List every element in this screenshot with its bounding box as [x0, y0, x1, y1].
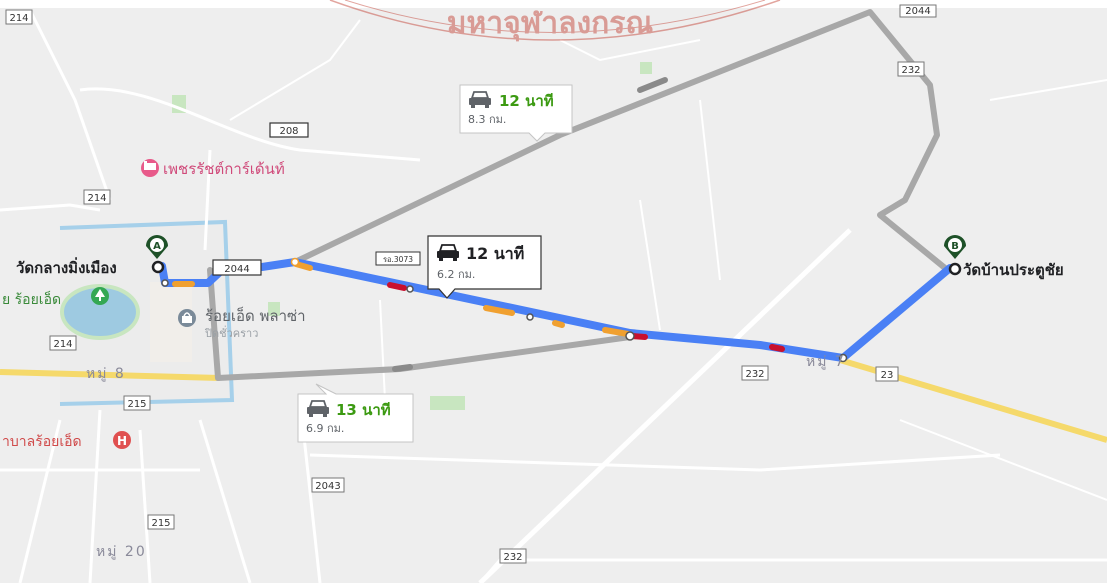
village-7-label: หมู่ 7: [806, 354, 846, 370]
route-callout-alt-south[interactable]: 13 นาที 6.9 กม.: [297, 383, 414, 443]
route-alt-north[interactable]: [292, 9, 948, 271]
svg-text:215: 215: [127, 399, 146, 410]
poi-hotel[interactable]: เพชรรัชต์การ์เด้นท์: [141, 159, 285, 178]
road-shield-2044: 2044: [212, 259, 262, 276]
svg-text:A: A: [153, 241, 161, 252]
svg-text:232: 232: [745, 369, 764, 380]
poi-mall[interactable]: ร้อยเอ็ด พลาซ่า ปิดชั่วคราว: [178, 306, 306, 340]
route-callout-alt-north[interactable]: 12 นาที 8.3 กม.: [459, 84, 573, 142]
park-label: ย ร้อยเอ็ด: [2, 290, 61, 308]
poi-park[interactable]: ย ร้อยเอ็ด: [2, 287, 109, 308]
road-shield-2044-top: 2044: [899, 4, 937, 18]
city-moat: [59, 219, 235, 406]
origin-label: วัดกลางมิ่งเมือง: [16, 257, 117, 277]
park-icon: [91, 287, 109, 305]
poi-hospital[interactable]: าบาลร้อยเอ็ด H: [2, 431, 131, 450]
mall-status: ปิดชั่วคราว: [204, 325, 258, 340]
route-distance: 6.2 กม.: [437, 268, 475, 281]
village-20-label: หมู่ 20: [96, 544, 147, 560]
svg-text:2044: 2044: [905, 6, 930, 17]
road-shield-23: 23: [875, 366, 899, 382]
route-distance: 6.9 กม.: [306, 422, 344, 435]
car-icon: [469, 91, 491, 108]
svg-text:รอ.3073: รอ.3073: [383, 255, 413, 264]
road-shield-214-top: 214: [5, 9, 33, 25]
svg-text:2044: 2044: [224, 264, 249, 275]
route-distance: 8.3 กม.: [468, 113, 506, 126]
road-shield-232-top: 232: [897, 61, 925, 77]
road-shield-215-b: 215: [147, 514, 175, 530]
route-time: 13 นาที: [336, 401, 391, 419]
alt-route-traffic: [392, 77, 668, 372]
svg-text:214: 214: [53, 339, 72, 350]
village-8-label: หมู่ 8: [86, 366, 126, 382]
road-shield-214-b: 214: [49, 335, 77, 351]
svg-text:208: 208: [279, 126, 298, 137]
hotel-icon: [141, 159, 159, 177]
route-time: 12 นาที: [499, 92, 554, 110]
marker-destination[interactable]: B วัดบ้านประตูชัย: [944, 235, 1064, 280]
hospital-icon: H: [113, 431, 131, 449]
watermark-seal: มหาจุฬาลงกรณ: [329, 0, 781, 42]
shopping-icon: [178, 309, 196, 327]
mall-label: ร้อยเอ็ด พลาซ่า: [205, 306, 306, 325]
road-shield-2043: 2043: [311, 477, 345, 493]
destination-label: วัดบ้านประตูชัย: [963, 261, 1064, 280]
map-top-border: [0, 0, 1107, 8]
marker-origin[interactable]: A วัดกลางมิ่งเมือง: [16, 235, 168, 277]
svg-text:215: 215: [151, 518, 170, 529]
road-shield-3073: รอ.3073: [375, 251, 421, 266]
marker-a-icon: A: [146, 235, 168, 274]
route-time: 12 นาที: [466, 244, 524, 263]
svg-text:214: 214: [9, 13, 28, 24]
svg-text:H: H: [117, 434, 127, 448]
road-shield-214-a: 214: [83, 189, 111, 205]
minor-roads: [0, 9, 1107, 583]
road-shield-215-a: 215: [123, 395, 151, 411]
car-icon: [307, 400, 329, 417]
marker-b-icon: B: [944, 235, 966, 276]
watermark-text: มหาจุฬาลงกรณ: [447, 6, 654, 42]
car-icon: [437, 244, 459, 261]
svg-text:23: 23: [881, 370, 894, 381]
road-shield-232-bottom: 232: [499, 548, 527, 564]
road-shield-232-mid: 232: [741, 365, 769, 381]
route-waypoints: [161, 257, 848, 363]
svg-text:2043: 2043: [315, 481, 340, 492]
svg-text:232: 232: [503, 552, 522, 563]
route-callout-main[interactable]: 12 นาที 6.2 กม.: [427, 235, 542, 299]
hotel-label: เพชรรัชต์การ์เด้นท์: [163, 160, 285, 178]
route-alt-south[interactable]: [207, 267, 633, 381]
road-shield-208: 208: [269, 122, 309, 138]
hospital-label: าบาลร้อยเอ็ด: [2, 432, 82, 450]
svg-text:232: 232: [901, 65, 920, 76]
svg-text:214: 214: [87, 193, 106, 204]
svg-text:B: B: [951, 241, 959, 252]
